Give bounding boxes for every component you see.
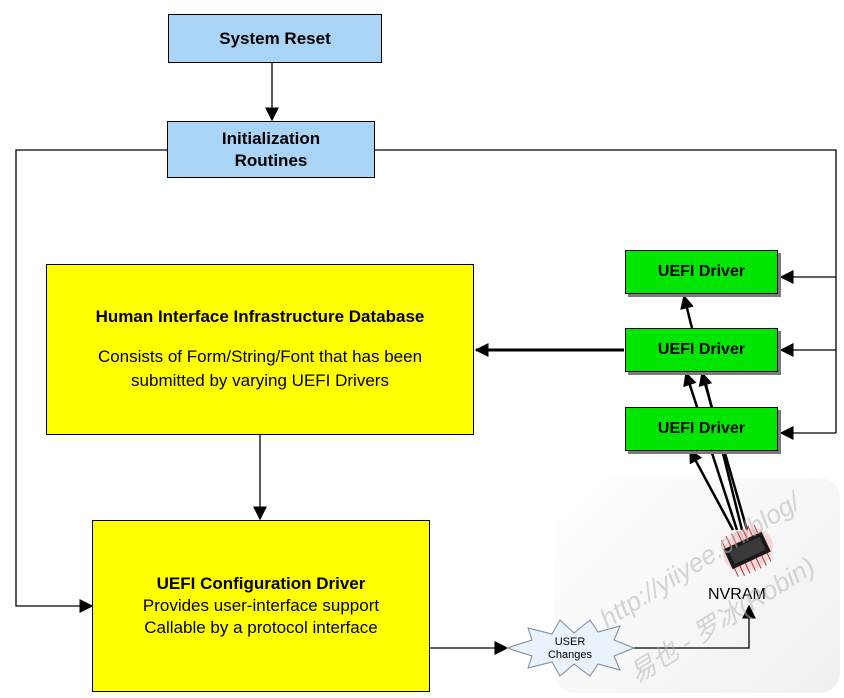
initialization-label-line1: Initialization [221,128,321,148]
nvram-label: NVRAM [708,586,766,603]
config-driver-title: UEFI Configuration Driver [156,574,366,593]
system-reset-label: System Reset [219,28,331,48]
user-changes-line2: Changes [547,649,593,661]
uefi-driver-label-3: UEFI Driver [657,420,746,437]
config-driver-line2: Callable by a protocol interface [144,618,378,637]
arrow-init-to-config [15,149,167,613]
uefi-driver-box-1: UEFI Driver [625,250,778,294]
user-changes-starburst [505,619,636,677]
nvram-chip-icon [720,524,774,577]
uefi-driver-box-3: UEFI Driver [625,407,778,451]
uefi-driver-label-2: UEFI Driver [657,341,746,358]
arrow-nvram-to-driver-2b [698,371,749,531]
uefi-driver-box-2: UEFI Driver [625,328,778,372]
user-changes-line1: USER [554,636,586,648]
hii-description-line1: Consists of Form/String/Font that has be… [97,346,423,366]
uefi-configuration-driver-box: UEFI Configuration Driver Provides user-… [92,520,430,692]
uefi-driver-label-1: UEFI Driver [657,263,746,280]
initialization-label-line2: Routines [234,150,308,170]
initialization-routines-box: Initialization Routines [167,121,375,178]
hii-description-line2: submitted by varying UEFI Drivers [131,370,389,390]
arrow-nvram-to-driver-2a [683,371,739,531]
config-driver-line1: Provides user-interface support [142,596,380,615]
hii-database-box: Human Interface Infrastructure Database … [46,264,474,435]
user-changes-label: USER Changes [535,636,605,662]
arrow-nvram-to-driver-3 [688,448,735,531]
hii-title: Human Interface Infrastructure Database [95,306,425,326]
arrow-user-changes-to-nvram [633,604,756,649]
system-reset-box: System Reset [168,14,382,63]
connector-init-right-bus [375,149,837,433]
